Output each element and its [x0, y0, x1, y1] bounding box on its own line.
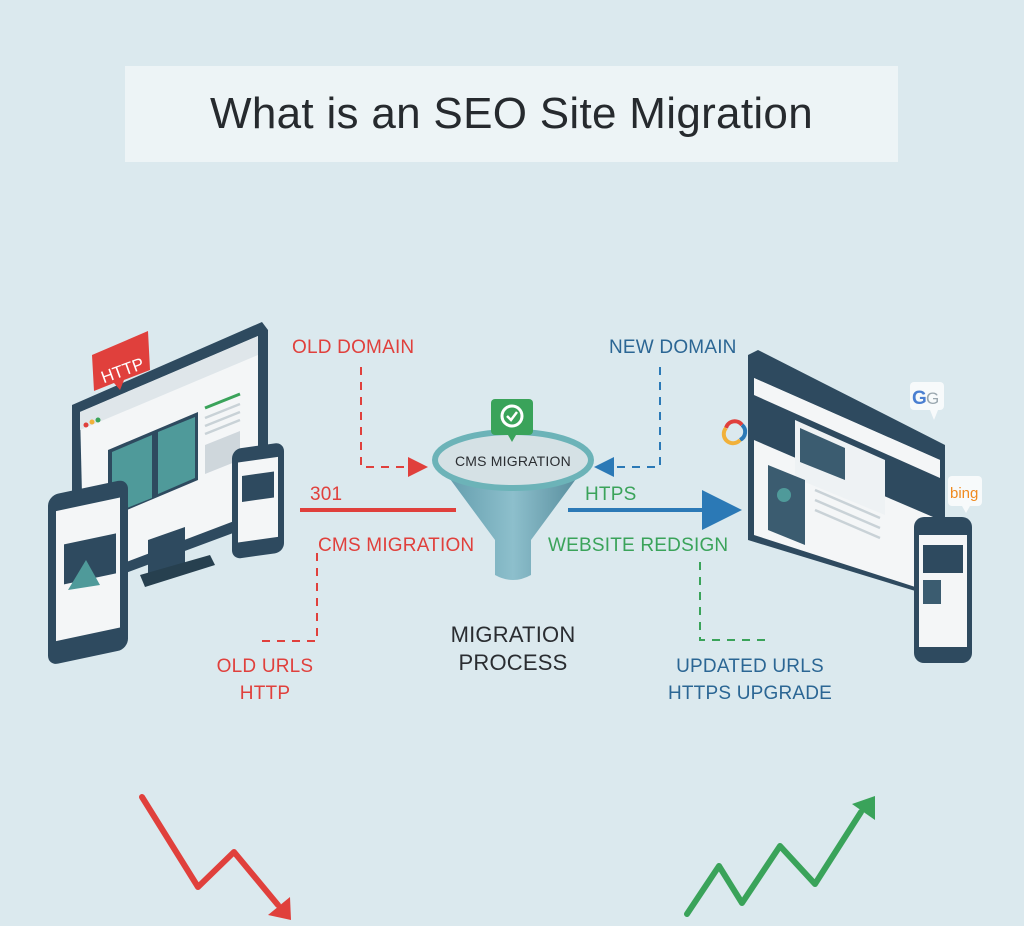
new-domain-label: NEW DOMAIN — [609, 337, 737, 358]
traffic-up-arrow-icon — [684, 796, 875, 917]
old-urls-label: OLD URLS HTTP — [210, 653, 320, 707]
old-site-devices-illustration: HTTP — [48, 322, 284, 664]
traffic-down-arrow-icon — [139, 794, 291, 920]
updated-urls-line: UPDATED URLS — [676, 656, 824, 677]
migration-process-label: MIGRATION PROCESS — [438, 621, 588, 677]
funnel-label: CMS MIGRATION — [455, 453, 571, 469]
old-domain-label: OLD DOMAIN — [292, 337, 415, 358]
updated-urls-connector — [699, 562, 768, 641]
google-badge-icon: G G — [910, 382, 944, 420]
website-redesign-label: WEBSITE REDSIGN — [548, 535, 729, 556]
http-badge: HTTP — [92, 331, 150, 391]
new-site-devices-illustration: G G bing — [721, 350, 982, 663]
migration-line: MIGRATION — [450, 622, 576, 647]
title-banner: What is an SEO Site Migration — [125, 66, 898, 162]
bing-icon: bing — [948, 476, 982, 513]
svg-text:G: G — [912, 388, 927, 409]
old-urls-connector — [262, 553, 318, 642]
updated-urls-label: UPDATED URLS HTTPS UPGRADE — [665, 653, 835, 707]
https-upgrade-line: HTTPS UPGRADE — [667, 683, 833, 704]
cms-migration-label: CMS MIGRATION — [318, 535, 475, 556]
redirect-301-label: 301 — [310, 484, 343, 505]
migration-funnel-icon — [432, 399, 594, 580]
old-urls-line: OLD URLS — [216, 656, 314, 677]
svg-text:G: G — [926, 389, 939, 408]
https-label: HTPS — [585, 484, 637, 505]
svg-text:bing: bing — [950, 485, 978, 502]
old-http-line: HTTP — [239, 683, 291, 704]
page-title: What is an SEO Site Migration — [210, 89, 813, 138]
old-domain-connector — [360, 367, 428, 477]
new-domain-connector — [594, 367, 661, 477]
process-line: PROCESS — [458, 650, 568, 675]
google-icon — [721, 419, 748, 446]
